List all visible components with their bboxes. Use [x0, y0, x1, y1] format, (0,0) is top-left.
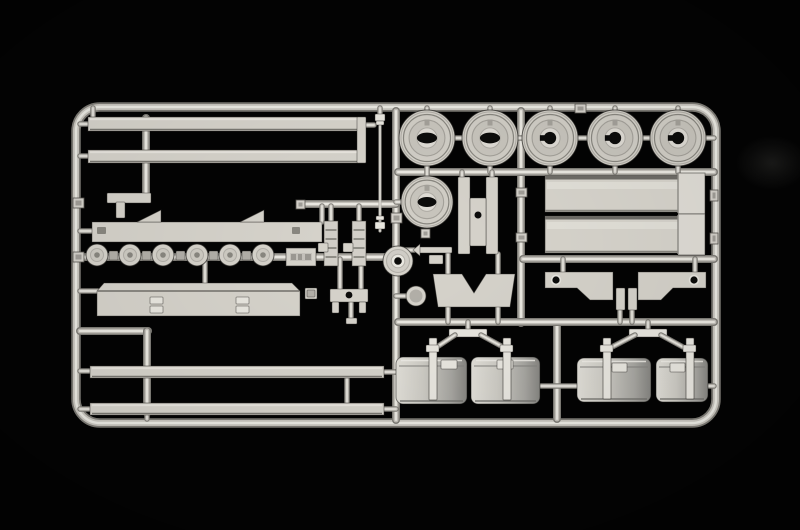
sprue-photo — [0, 0, 800, 530]
photo-vignette — [0, 0, 800, 530]
photo-stage — [0, 0, 800, 530]
